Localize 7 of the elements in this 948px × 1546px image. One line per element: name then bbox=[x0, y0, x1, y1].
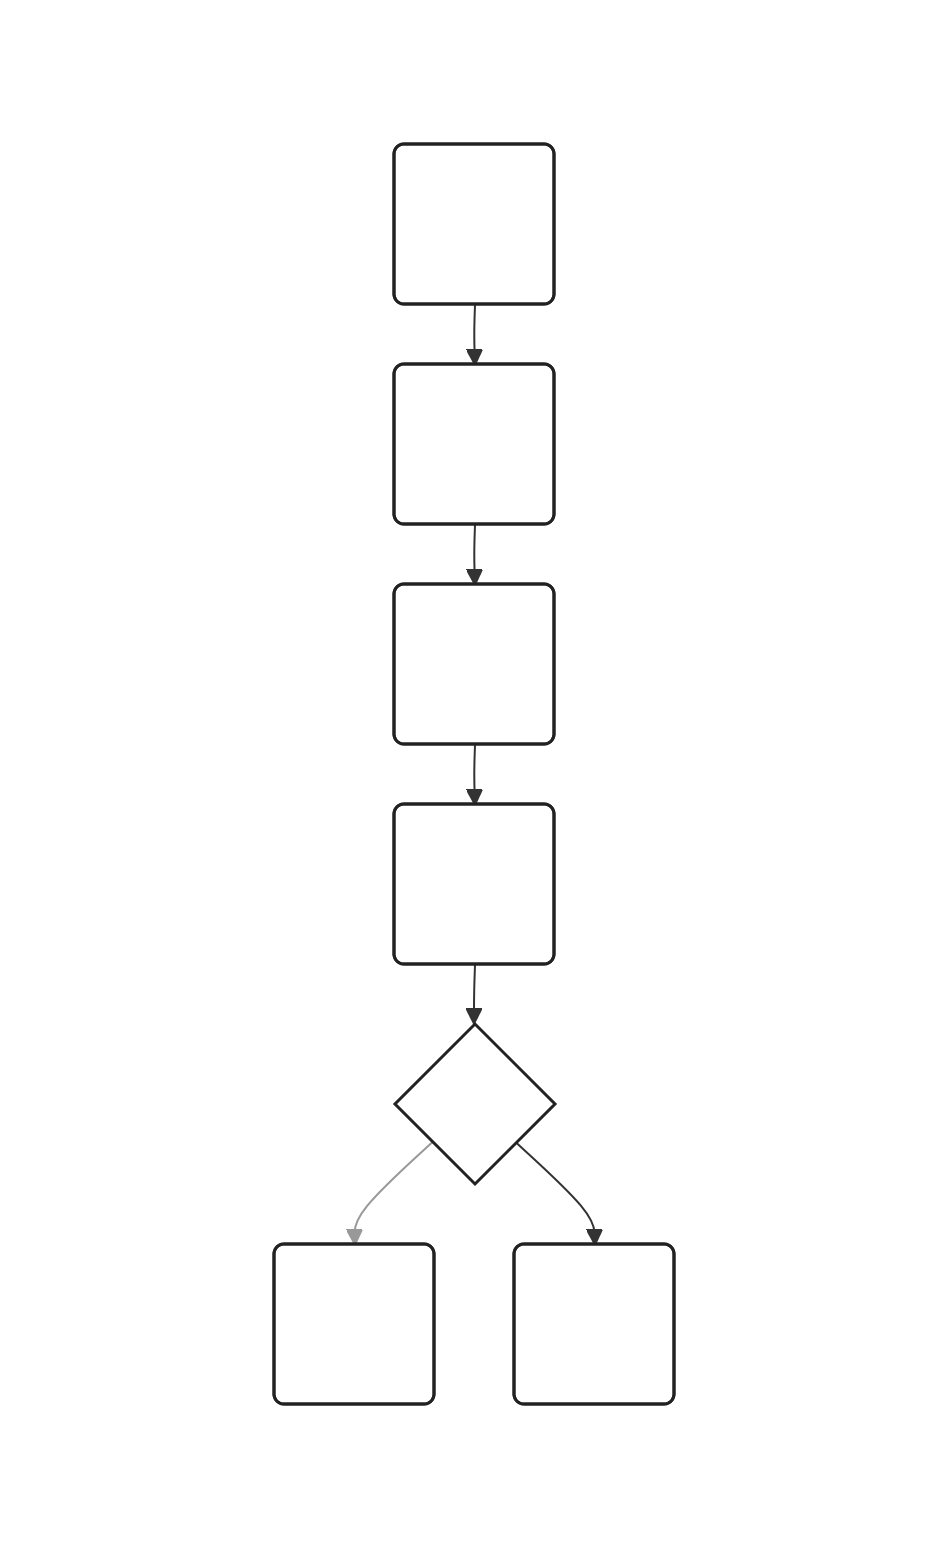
arrow bbox=[465, 303, 484, 365]
arrow bbox=[465, 963, 483, 1024]
arrow bbox=[345, 1140, 434, 1245]
arrow bbox=[465, 523, 484, 585]
arrow bbox=[514, 1140, 604, 1245]
node-diamond bbox=[392, 1020, 558, 1186]
arrow bbox=[465, 743, 484, 805]
